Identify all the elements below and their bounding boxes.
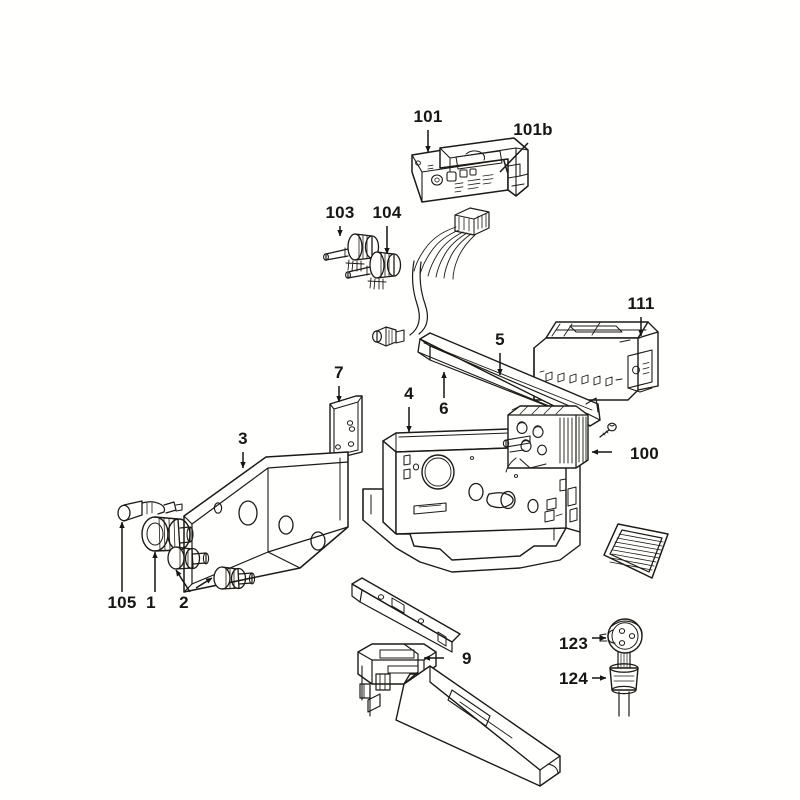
callout-label-1: 1 <box>146 593 156 612</box>
callout-label-9: 9 <box>462 649 472 668</box>
part-wiring-harness-connector <box>372 207 490 347</box>
part-heater-control-faceplate <box>411 137 529 203</box>
leader-2a <box>175 569 191 593</box>
part-vent-grille <box>603 523 669 579</box>
part-small-control-knob <box>167 546 256 590</box>
callout-label-124: 124 <box>559 669 588 688</box>
callout-label-2: 2 <box>179 593 189 612</box>
callout-label-100: 100 <box>630 444 659 463</box>
part-socket-grommet <box>609 663 639 717</box>
callout-label-7: 7 <box>334 363 344 382</box>
part-large-control-knob <box>141 516 194 552</box>
callout-label-104: 104 <box>373 203 402 222</box>
part-end-cap-bracket <box>329 395 363 461</box>
callout-labels: 101 101b 103 104 111 5 6 7 4 100 3 105 1… <box>108 107 659 688</box>
callout-leaders <box>119 130 644 681</box>
part-lower-trim-bezel <box>183 451 349 593</box>
callout-label-111: 111 <box>627 294 654 313</box>
part-blower-resistor-unit <box>502 405 589 473</box>
callout-label-101: 101 <box>414 107 443 126</box>
part-rotary-switch-upper <box>323 233 380 272</box>
callout-label-5: 5 <box>495 330 505 349</box>
callout-label-3: 3 <box>238 429 248 448</box>
leader-2b <box>195 577 213 589</box>
part-rotary-switch-lower <box>345 251 402 290</box>
callout-label-103: 103 <box>326 203 355 222</box>
part-lamp-holder-assembly <box>117 500 183 522</box>
part-mounting-screw <box>599 422 617 438</box>
callout-label-123: 123 <box>559 634 588 653</box>
leader-101b <box>499 142 529 173</box>
callout-label-101b: 101b <box>513 120 553 139</box>
part-support-rail-bracket <box>351 577 561 787</box>
callout-label-105: 105 <box>108 593 137 612</box>
part-bulb-socket <box>599 618 643 669</box>
callout-label-4: 4 <box>404 384 414 403</box>
part-air-duct-housing <box>533 321 659 401</box>
callout-label-6: 6 <box>439 399 449 418</box>
